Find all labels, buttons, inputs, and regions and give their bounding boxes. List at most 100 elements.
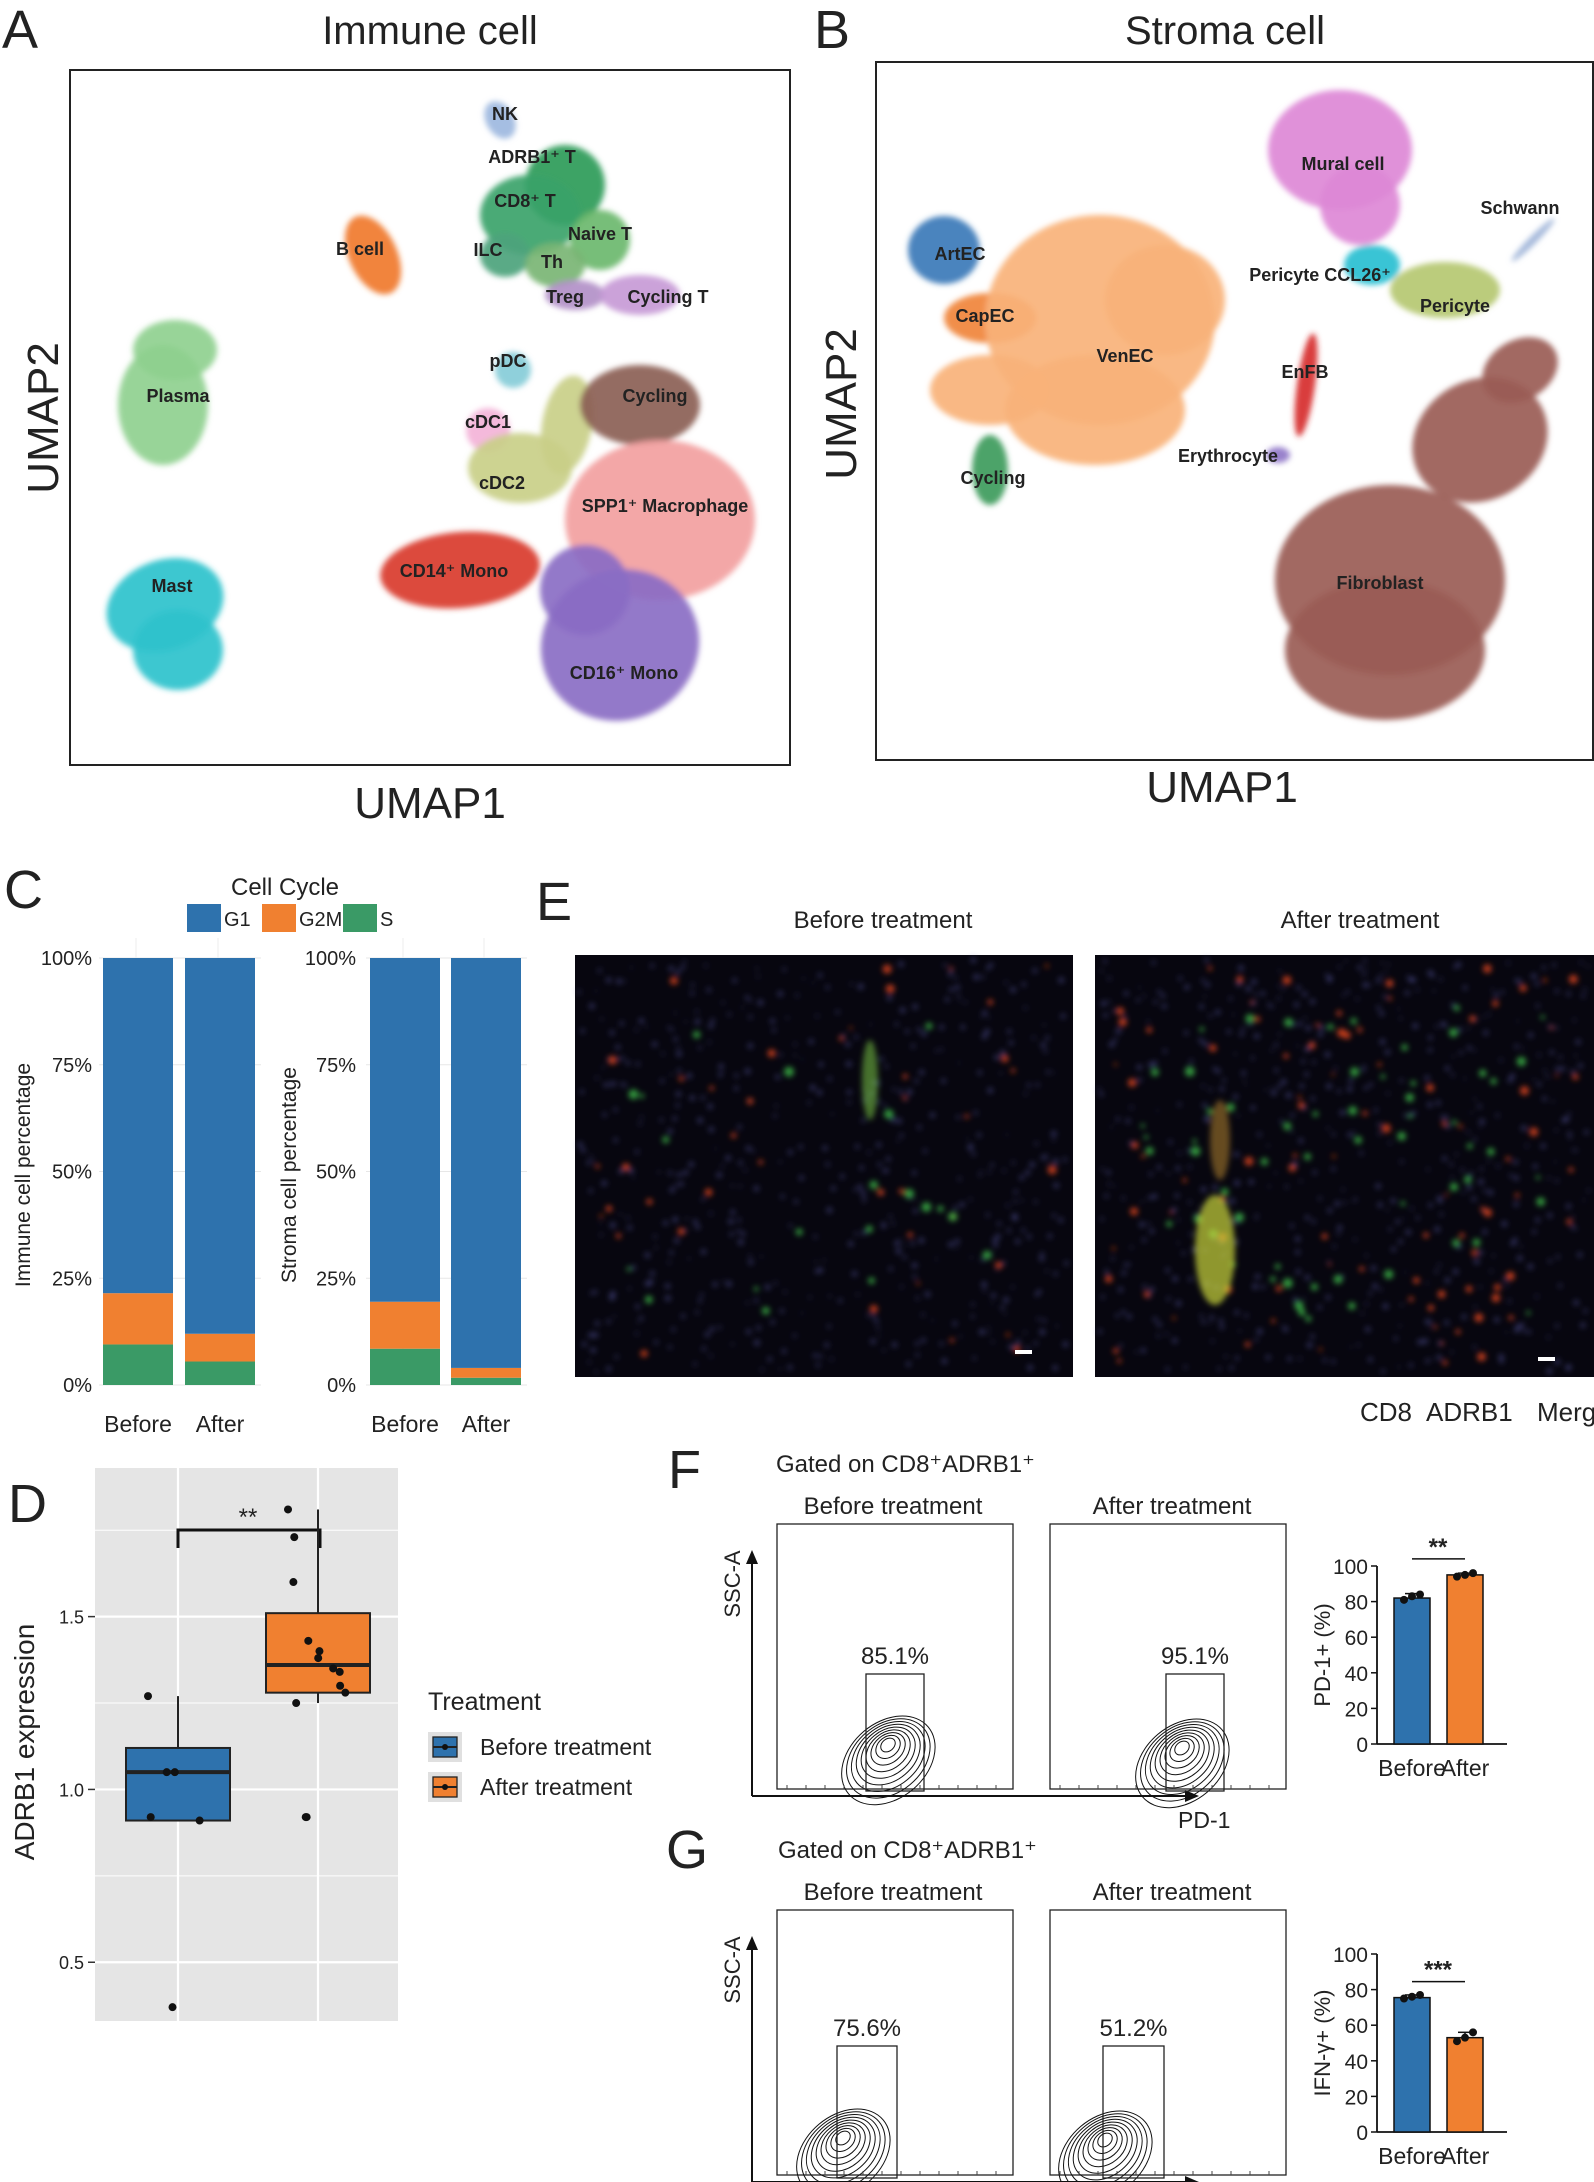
nucleus-dot — [1172, 1275, 1178, 1282]
nucleus-dot — [1554, 1160, 1557, 1163]
cd8-signal — [605, 1205, 613, 1212]
nucleus-dot — [1153, 1000, 1158, 1004]
cd8-signal — [758, 1159, 764, 1165]
adrb1-signal — [1452, 1239, 1460, 1247]
nucleus-dot — [1450, 1002, 1456, 1008]
nucleus-dot — [915, 1199, 918, 1202]
nucleus-dot — [1097, 1087, 1101, 1091]
nucleus-dot — [1378, 1288, 1382, 1292]
nucleus-dot — [741, 1006, 744, 1009]
nucleus-dot — [700, 1095, 705, 1101]
cluster-label: pDC — [490, 351, 527, 371]
nucleus-dot — [687, 1257, 691, 1260]
nucleus-dot — [1268, 1185, 1271, 1188]
nucleus-dot — [654, 1246, 658, 1249]
nucleus-dot — [1115, 1313, 1120, 1318]
nucleus-dot — [710, 1018, 715, 1023]
cd8-signal — [1116, 1007, 1125, 1016]
nucleus-dot — [581, 1341, 587, 1347]
nucleus-dot — [954, 976, 958, 980]
nucleus-dot — [845, 1061, 852, 1067]
adrb1-signal — [1397, 1131, 1406, 1141]
data-point — [301, 1813, 310, 1822]
nucleus-dot — [760, 1368, 764, 1372]
nucleus-dot — [588, 1188, 593, 1193]
nucleus-dot — [1002, 1169, 1006, 1173]
cd8-signal — [1113, 1348, 1119, 1354]
nucleus-dot — [1556, 1255, 1560, 1259]
nucleus-dot — [659, 1118, 664, 1122]
nucleus-dot — [1019, 1175, 1025, 1181]
cd8-signal — [1427, 1304, 1435, 1312]
nucleus-dot — [1380, 1369, 1386, 1374]
nucleus-dot — [1201, 1084, 1205, 1088]
nucleus-dot — [1451, 1073, 1455, 1077]
flow-plot-frame — [776, 1523, 1014, 1790]
nucleus-dot — [1377, 1122, 1382, 1127]
nucleus-dot — [697, 1018, 700, 1021]
legend-swatch-s — [343, 904, 377, 932]
bar-y-tick-label: 0 — [1356, 1734, 1368, 1757]
nucleus-dot — [690, 983, 695, 987]
cd8-signal — [1328, 1262, 1332, 1266]
nucleus-dot — [1015, 1238, 1021, 1244]
nucleus-dot — [1347, 1132, 1353, 1138]
cd8-signal — [669, 976, 678, 985]
nucleus-dot — [894, 1022, 899, 1027]
nucleus-dot — [1298, 1138, 1304, 1144]
nucleus-dot — [1183, 1365, 1188, 1369]
nucleus-dot — [1294, 1236, 1301, 1242]
nucleus-dot — [1412, 1023, 1419, 1029]
nucleus-dot — [1244, 1313, 1249, 1318]
bar-y-tick-label: 20 — [1345, 1698, 1368, 1721]
nucleus-dot — [970, 1314, 975, 1319]
bar-segment-s — [370, 1348, 440, 1385]
cd8-signal — [1143, 1291, 1151, 1298]
nucleus-dot — [871, 1314, 876, 1319]
micrograph-before — [575, 955, 1073, 1377]
nucleus-dot — [1531, 973, 1537, 979]
cd8-signal — [1480, 1206, 1486, 1212]
cd8-signal — [622, 1163, 630, 1172]
nucleus-dot — [894, 1240, 901, 1247]
adrb1-signal — [1472, 1238, 1481, 1247]
nucleus-dot — [746, 1301, 749, 1305]
nucleus-dot — [613, 1315, 616, 1318]
nucleus-dot — [982, 1010, 987, 1015]
nucleus-dot — [1360, 1312, 1364, 1315]
nucleus-dot — [701, 1197, 705, 1202]
cd8-signal — [704, 1188, 713, 1197]
nucleus-dot — [1478, 1285, 1482, 1289]
nucleus-dot — [1188, 1200, 1192, 1204]
nucleus-dot — [1254, 1337, 1259, 1342]
nucleus-dot — [684, 1228, 688, 1232]
nucleus-dot — [1502, 1278, 1507, 1282]
adrb1-signal — [1190, 1146, 1201, 1157]
nucleus-dot — [1234, 1239, 1239, 1245]
cluster-cd16-mono — [540, 545, 630, 635]
nucleus-dot — [1500, 990, 1505, 994]
nucleus-dot — [1440, 1115, 1444, 1119]
nucleus-dot — [1367, 1357, 1373, 1363]
nucleus-dot — [1289, 1223, 1294, 1228]
nucleus-dot — [956, 994, 961, 998]
nucleus-dot — [1052, 1158, 1059, 1165]
adrb1-signal — [1451, 1120, 1457, 1125]
nucleus-dot — [944, 997, 950, 1002]
nucleus-dot — [1292, 1297, 1298, 1303]
nucleus-dot — [635, 1304, 640, 1309]
nucleus-dot — [613, 1107, 618, 1112]
nucleus-dot — [1455, 962, 1462, 968]
nucleus-dot — [1584, 1129, 1589, 1135]
bar-point — [1408, 1592, 1416, 1601]
nucleus-dot — [664, 1283, 671, 1289]
nucleus-dot — [934, 1049, 938, 1053]
nucleus-dot — [847, 1241, 854, 1247]
nucleus-dot — [1137, 1077, 1142, 1083]
gate-box — [865, 1673, 925, 1792]
nucleus-dot — [906, 1089, 913, 1096]
cd8-signal — [1169, 1210, 1173, 1215]
nucleus-dot — [1106, 1272, 1109, 1275]
